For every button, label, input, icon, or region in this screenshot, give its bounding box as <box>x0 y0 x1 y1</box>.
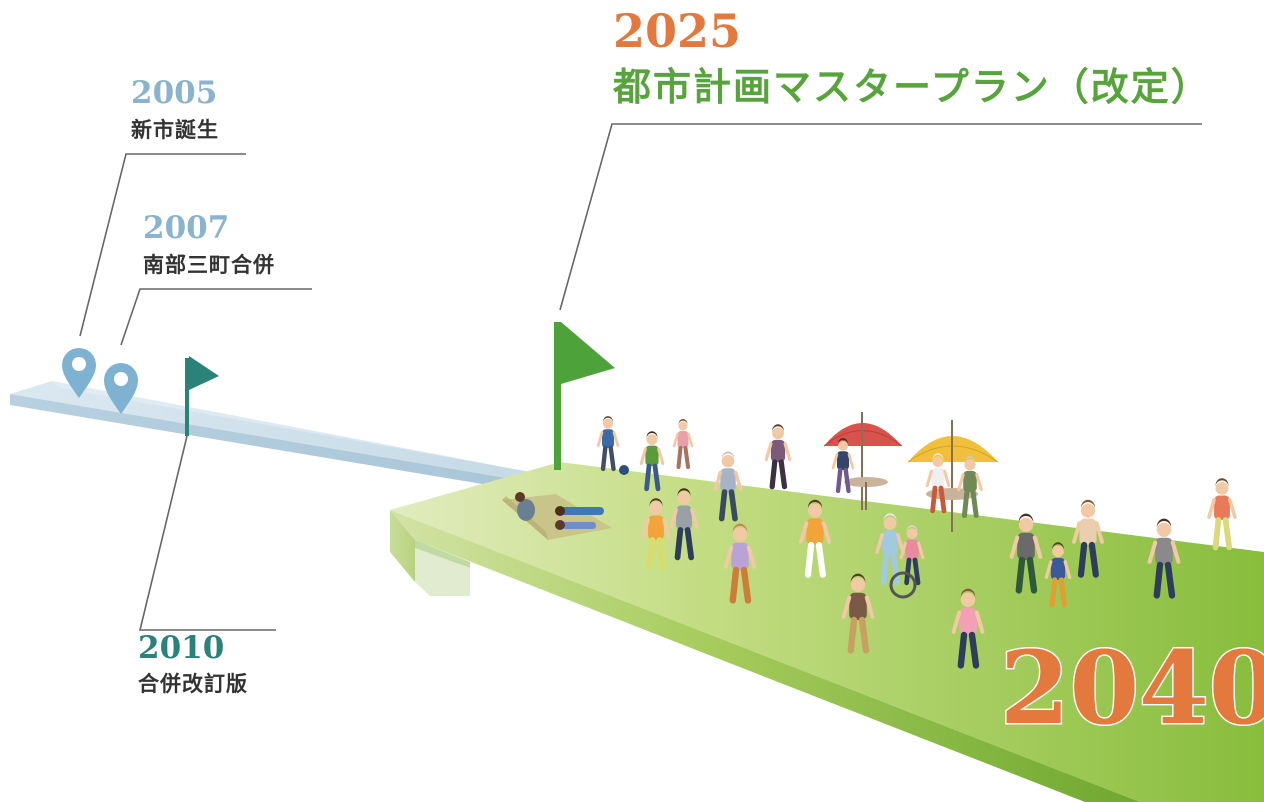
person-figure <box>639 431 665 492</box>
ball <box>619 465 629 475</box>
person-figure <box>899 525 925 586</box>
milestone-label: 南部三町合併 <box>143 252 275 277</box>
person-figure <box>1009 513 1043 594</box>
milestone-2007: 2007 南部三町合併 <box>143 210 275 277</box>
current-year: 2025 <box>613 4 742 58</box>
person-figure <box>1072 499 1104 578</box>
current-label: 都市計画マスタープラン（改定） <box>613 64 1211 109</box>
person-figure <box>1147 518 1181 599</box>
leader-2025 <box>559 123 1202 311</box>
map-pin-icon <box>62 348 96 398</box>
leader-2005 <box>79 153 246 337</box>
person-figure <box>831 438 855 494</box>
milestone-2010: 2010 合併改訂版 <box>138 630 248 696</box>
milestone-year: 2010 <box>138 630 225 666</box>
leader-lines <box>79 123 1202 631</box>
person-figure <box>1044 542 1072 608</box>
person-figure <box>669 488 699 561</box>
person-figure <box>596 416 620 472</box>
leader-2010 <box>138 435 276 631</box>
milestone-2025: 2025 都市計画マスタープラン（改定） <box>613 8 1211 106</box>
milestone-year: 2007 <box>143 210 230 246</box>
milestone-label: 合併改訂版 <box>138 671 248 696</box>
milestone-label: 新市誕生 <box>131 117 219 142</box>
person-figure <box>925 453 951 514</box>
wheelchair <box>889 571 917 599</box>
person-figure <box>875 513 905 586</box>
people-group <box>596 416 1237 669</box>
person-figure <box>951 588 985 669</box>
past-road <box>10 381 540 492</box>
person-figure <box>1207 478 1237 551</box>
target-year: 2040 <box>998 629 1264 747</box>
person-figure <box>957 456 983 519</box>
person-figure <box>641 498 671 571</box>
person-figure <box>841 573 875 654</box>
map-pin-icon <box>104 363 138 414</box>
milestone-year: 2005 <box>131 75 218 111</box>
person-figure <box>713 451 743 522</box>
red-umbrella <box>823 412 903 510</box>
person-figure <box>764 424 792 490</box>
flag-icon <box>185 356 219 436</box>
person-figure <box>723 523 757 604</box>
future-platform <box>390 462 1264 802</box>
flag-icon <box>554 322 615 470</box>
picnic-blanket <box>502 492 612 540</box>
person-figure <box>672 419 694 469</box>
milestone-2005: 2005 新市誕生 <box>131 75 219 142</box>
person-figure <box>799 499 831 578</box>
leader-2007 <box>120 288 312 346</box>
